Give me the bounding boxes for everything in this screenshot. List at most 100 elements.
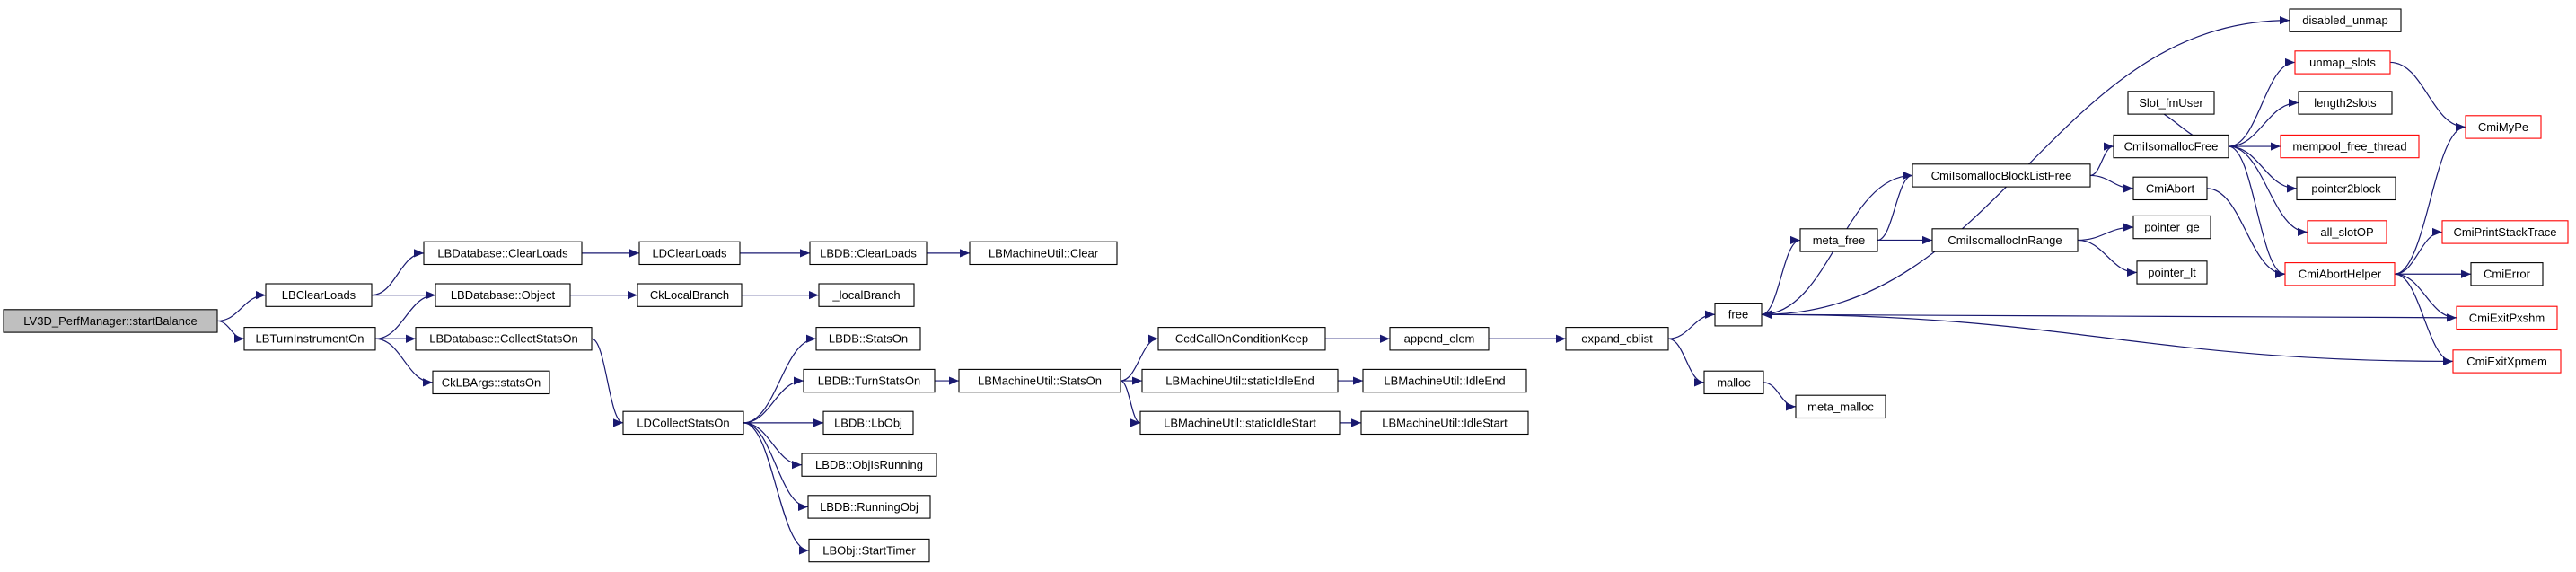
node-box[interactable] — [423, 241, 583, 266]
graph-node[interactable]: LBMachineUtil::staticIdleEnd — [1141, 368, 1339, 393]
node-box[interactable] — [432, 370, 550, 395]
node-box[interactable] — [415, 327, 593, 351]
graph-node[interactable]: LBTurnInstrumentOn — [243, 327, 376, 351]
graph-node[interactable]: disabled_unmap — [2289, 8, 2402, 32]
graph-node[interactable]: LDCollectStatsOn — [622, 410, 744, 436]
node-box[interactable] — [3, 309, 218, 333]
graph-node[interactable]: LBClearLoads — [265, 283, 373, 307]
node-box[interactable] — [2470, 262, 2544, 286]
graph-node[interactable]: LBDatabase::CollectStatsOn — [415, 327, 593, 351]
node-box[interactable] — [2298, 91, 2393, 115]
node-box[interactable] — [2280, 134, 2420, 159]
graph-node[interactable]: LBMachineUtil::IdleStart — [1360, 410, 1529, 436]
graph-node[interactable]: _localBranch — [818, 283, 915, 307]
node-box[interactable] — [637, 283, 743, 307]
graph-node[interactable]: LBDB::ClearLoads — [809, 241, 928, 266]
graph-node[interactable]: LBMachineUtil::staticIdleStart — [1139, 410, 1341, 436]
node-box[interactable] — [1795, 394, 1886, 419]
node-box[interactable] — [2132, 176, 2208, 201]
graph-node[interactable]: CmiPrintStackTrace — [2441, 220, 2569, 244]
node-box[interactable] — [809, 241, 928, 266]
node-box[interactable] — [2307, 220, 2387, 244]
node-box[interactable] — [1931, 228, 2079, 252]
graph-node[interactable]: pointer_ge — [2132, 215, 2211, 240]
node-box[interactable] — [1139, 410, 1341, 436]
node-box[interactable] — [822, 410, 914, 436]
graph-node[interactable]: pointer_lt — [2136, 260, 2208, 285]
graph-node[interactable]: CmiIsomallocBlockListFree — [1912, 163, 2091, 188]
graph-node[interactable]: LBDatabase::ClearLoads — [423, 241, 583, 266]
graph-node[interactable]: expand_cblist — [1565, 327, 1669, 351]
graph-node[interactable]: meta_malloc — [1795, 394, 1886, 419]
node-box[interactable] — [1389, 327, 1490, 351]
graph-node[interactable]: CmiIsomallocInRange — [1931, 228, 2079, 252]
graph-node[interactable]: CkLocalBranch — [637, 283, 743, 307]
graph-node[interactable]: CkLBArgs::statsOn — [432, 370, 550, 395]
graph-node[interactable]: malloc — [1703, 370, 1764, 395]
node-box[interactable] — [807, 495, 931, 519]
graph-node[interactable]: append_elem — [1389, 327, 1490, 351]
node-box[interactable] — [1141, 368, 1339, 393]
node-box[interactable] — [808, 538, 930, 563]
node-box[interactable] — [435, 283, 571, 307]
node-box[interactable] — [1157, 327, 1326, 351]
node-box[interactable] — [2452, 349, 2562, 374]
graph-node[interactable]: LBMachineUtil::Clear — [969, 241, 1118, 266]
graph-node[interactable]: LBDB::TurnStatsOn — [803, 368, 936, 393]
graph-node[interactable]: free — [1714, 303, 1763, 327]
node-box[interactable] — [1703, 370, 1764, 395]
node-box[interactable] — [1565, 327, 1669, 351]
graph-node[interactable]: CmiMyPe — [2465, 115, 2542, 139]
node-box[interactable] — [958, 368, 1121, 393]
graph-node[interactable]: CmiError — [2470, 262, 2544, 286]
graph-node[interactable]: LBObj::StartTimer — [808, 538, 930, 563]
node-box[interactable] — [638, 241, 741, 266]
node-box[interactable] — [2296, 176, 2396, 201]
graph-node[interactable]: LBDatabase::Object — [435, 283, 571, 307]
node-box[interactable] — [2441, 220, 2569, 244]
node-box[interactable] — [2465, 115, 2542, 139]
graph-node[interactable]: LBDB::StatsOn — [815, 327, 921, 351]
graph-node[interactable]: unmap_slots — [2294, 50, 2391, 75]
node-box[interactable] — [969, 241, 1118, 266]
graph-node[interactable]: LV3D_PerfManager::startBalance — [3, 309, 218, 333]
node-box[interactable] — [801, 453, 937, 477]
graph-node[interactable]: length2slots — [2298, 91, 2393, 115]
graph-node[interactable]: LBMachineUtil::StatsOn — [958, 368, 1121, 393]
graph-node[interactable]: CmiAbortHelper — [2284, 262, 2396, 286]
node-box[interactable] — [2113, 134, 2229, 159]
graph-node[interactable]: LDClearLoads — [638, 241, 741, 266]
node-box[interactable] — [1362, 368, 1527, 393]
graph-node[interactable]: LBMachineUtil::IdleEnd — [1362, 368, 1527, 393]
node-box[interactable] — [803, 368, 936, 393]
node-box[interactable] — [2132, 215, 2211, 240]
node-box[interactable] — [2294, 50, 2391, 75]
graph-node[interactable]: LBDB::RunningObj — [807, 495, 931, 519]
graph-node[interactable]: CmiIsomallocFree — [2113, 134, 2229, 159]
graph-node[interactable]: mempool_free_thread — [2280, 134, 2420, 159]
graph-node[interactable]: CcdCallOnConditionKeep — [1157, 327, 1326, 351]
node-box[interactable] — [2456, 305, 2558, 330]
node-box[interactable] — [815, 327, 921, 351]
node-box[interactable] — [1714, 303, 1763, 327]
graph-node[interactable]: LBDB::LbObj — [822, 410, 914, 436]
node-box[interactable] — [2289, 8, 2402, 32]
graph-node[interactable]: meta_free — [1799, 228, 1878, 252]
graph-node[interactable]: LBDB::ObjIsRunning — [801, 453, 937, 477]
node-box[interactable] — [1912, 163, 2091, 188]
node-box[interactable] — [818, 283, 915, 307]
graph-node[interactable]: all_slotOP — [2307, 220, 2387, 244]
graph-node[interactable]: CmiAbort — [2132, 176, 2208, 201]
graph-node[interactable]: CmiExitXpmem — [2452, 349, 2562, 374]
node-box[interactable] — [2127, 91, 2215, 115]
graph-node[interactable]: Slot_fmUser — [2127, 91, 2215, 115]
graph-node[interactable]: CmiExitPxshm — [2456, 305, 2558, 330]
node-box[interactable] — [2136, 260, 2208, 285]
node-box[interactable] — [1799, 228, 1878, 252]
graph-node[interactable]: pointer2block — [2296, 176, 2396, 201]
node-box[interactable] — [2284, 262, 2396, 286]
node-box[interactable] — [265, 283, 373, 307]
node-box[interactable] — [243, 327, 376, 351]
node-box[interactable] — [622, 410, 744, 436]
node-box[interactable] — [1360, 410, 1529, 436]
